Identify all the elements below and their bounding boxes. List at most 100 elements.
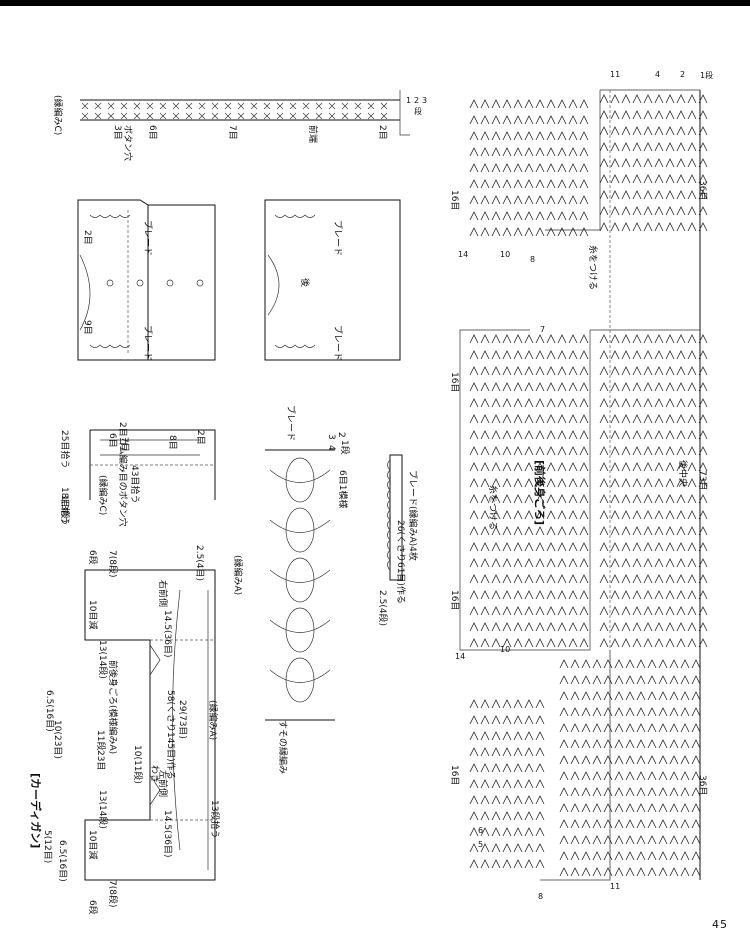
triangle-stitch-symbol xyxy=(502,398,512,408)
triangle-stitch-symbol xyxy=(621,142,631,152)
triangle-stitch-symbol xyxy=(570,691,580,701)
triangle-stitch-symbol xyxy=(579,606,589,616)
front-braid-label-2: ブレード xyxy=(142,325,152,362)
main-label-attach-1: 糸をつける xyxy=(587,245,597,291)
triangle-stitch-symbol xyxy=(621,206,631,216)
triangle-stitch-symbol xyxy=(557,590,567,600)
triangle-stitch-symbol xyxy=(524,747,534,757)
triangle-stitch-symbol xyxy=(680,803,690,813)
triangle-stitch-symbol xyxy=(603,691,613,701)
triangle-stitch-symbol xyxy=(599,126,609,136)
triangle-stitch-symbol xyxy=(614,739,624,749)
triangle-stitch-symbol xyxy=(599,222,609,232)
triangle-stitch-symbol xyxy=(643,142,653,152)
triangle-stitch-symbol xyxy=(524,699,534,709)
fan-stitch-symbol xyxy=(269,607,331,653)
triangle-stitch-symbol xyxy=(480,827,490,837)
triangle-stitch-symbol xyxy=(524,478,534,488)
triangle-stitch-symbol xyxy=(524,179,534,189)
triangle-stitch-symbol xyxy=(559,707,569,717)
triangle-stitch-symbol xyxy=(491,366,501,376)
x-stitch-symbol xyxy=(81,112,89,120)
triangle-stitch-symbol xyxy=(632,398,642,408)
triangle-stitch-symbol xyxy=(643,158,653,168)
triangle-stitch-symbol xyxy=(559,819,569,829)
triangle-stitch-symbol xyxy=(687,414,697,424)
edging-c-row-3: 3 xyxy=(422,96,428,105)
triangle-stitch-symbol xyxy=(535,574,545,584)
triangle-stitch-symbol xyxy=(491,590,501,600)
triangle-stitch-symbol xyxy=(654,142,664,152)
triangle-stitch-symbol xyxy=(502,211,512,221)
triangle-stitch-symbol xyxy=(546,382,556,392)
triangle-stitch-symbol xyxy=(599,622,609,632)
triangle-stitch-symbol xyxy=(610,110,620,120)
braid-label-3: 2.5(4段) xyxy=(377,590,387,627)
triangle-stitch-symbol xyxy=(581,867,591,877)
triangle-stitch-symbol xyxy=(676,430,686,440)
triangle-stitch-symbol xyxy=(535,747,545,757)
triangle-stitch-symbol xyxy=(636,819,646,829)
triangle-stitch-symbol xyxy=(610,510,620,520)
triangle-stitch-symbol xyxy=(579,574,589,584)
triangle-stitch-symbol xyxy=(570,675,580,685)
triangle-stitch-symbol xyxy=(599,190,609,200)
triangle-stitch-symbol xyxy=(599,174,609,184)
triangle-stitch-symbol xyxy=(579,462,589,472)
triangle-stitch-symbol xyxy=(632,382,642,392)
triangle-stitch-symbol xyxy=(614,819,624,829)
triangle-stitch-symbol xyxy=(480,179,490,189)
triangle-stitch-symbol xyxy=(581,723,591,733)
triangle-stitch-symbol xyxy=(610,590,620,600)
triangle-stitch-symbol xyxy=(687,366,697,376)
triangle-stitch-symbol xyxy=(469,478,479,488)
dim-6: 10(11段) xyxy=(132,745,142,784)
triangle-stitch-symbol xyxy=(654,158,664,168)
triangle-stitch-symbol xyxy=(469,350,479,360)
triangle-stitch-symbol xyxy=(480,334,490,344)
triangle-stitch-symbol xyxy=(568,334,578,344)
triangle-stitch-symbol xyxy=(676,606,686,616)
triangle-stitch-symbol xyxy=(535,227,545,237)
x-stitch-symbol xyxy=(94,102,102,110)
triangle-stitch-symbol xyxy=(636,691,646,701)
triangle-stitch-symbol xyxy=(469,398,479,408)
triangle-stitch-symbol xyxy=(513,859,523,869)
triangle-stitch-symbol xyxy=(513,494,523,504)
edging-a-label-4: 3 xyxy=(326,434,336,440)
triangle-stitch-symbol xyxy=(632,126,642,136)
triangle-stitch-symbol xyxy=(654,126,664,136)
triangle-stitch-symbol xyxy=(581,691,591,701)
triangle-stitch-symbol xyxy=(621,126,631,136)
triangle-stitch-symbol xyxy=(480,494,490,504)
triangle-stitch-symbol xyxy=(513,195,523,205)
triangle-stitch-symbol xyxy=(676,558,686,568)
x-stitch-symbol xyxy=(263,102,271,110)
triangle-stitch-symbol xyxy=(698,158,708,168)
triangle-stitch-symbol xyxy=(632,494,642,504)
triangle-stitch-symbol xyxy=(691,755,701,765)
triangle-stitch-symbol xyxy=(632,158,642,168)
dim-14b: 6段 xyxy=(87,550,97,565)
triangle-stitch-symbol xyxy=(665,366,675,376)
triangle-stitch-symbol xyxy=(599,414,609,424)
triangle-stitch-symbol xyxy=(557,606,567,616)
triangle-stitch-symbol xyxy=(513,731,523,741)
triangle-stitch-symbol xyxy=(614,803,624,813)
triangle-stitch-symbol xyxy=(691,675,701,685)
triangle-stitch-symbol xyxy=(654,590,664,600)
triangle-stitch-symbol xyxy=(632,462,642,472)
triangle-stitch-symbol xyxy=(568,574,578,584)
triangle-stitch-symbol xyxy=(535,382,545,392)
triangle-stitch-symbol xyxy=(687,526,697,536)
triangle-stitch-symbol xyxy=(480,747,490,757)
triangle-stitch-symbol xyxy=(698,638,708,648)
triangle-stitch-symbol xyxy=(568,526,578,536)
triangle-stitch-symbol xyxy=(524,211,534,221)
triangle-stitch-symbol xyxy=(524,526,534,536)
triangle-stitch-symbol xyxy=(614,835,624,845)
triangle-stitch-symbol xyxy=(579,430,589,440)
triangle-stitch-symbol xyxy=(610,190,620,200)
triangle-stitch-symbol xyxy=(568,590,578,600)
triangle-stitch-symbol xyxy=(687,174,697,184)
